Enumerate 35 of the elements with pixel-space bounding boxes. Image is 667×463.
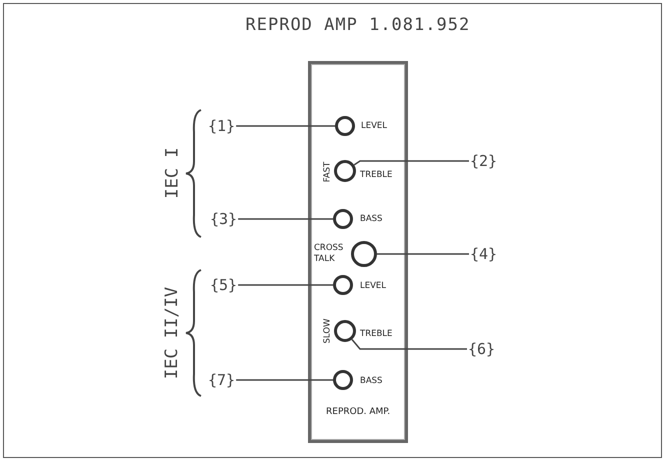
leader-line: [377, 253, 469, 255]
callout-number: {3}: [210, 210, 238, 228]
knob-label: BASS: [360, 214, 382, 224]
knob: [351, 241, 377, 267]
knob: [333, 209, 353, 229]
callout-number: {5}: [210, 276, 238, 294]
control-panel: [308, 61, 408, 443]
panel-label: REPROD. AMP.: [326, 407, 390, 417]
leader-line: [354, 160, 469, 166]
leader-line: [238, 284, 333, 286]
knob: [335, 116, 355, 136]
callout-number: {6}: [468, 340, 496, 358]
knob: [334, 160, 356, 182]
knob-label: TREBLE: [360, 329, 392, 339]
knob: [333, 370, 353, 390]
knob-label: FAST: [322, 162, 332, 182]
knob: [334, 320, 356, 342]
group-label: IEC II/IV: [162, 286, 182, 380]
title: REPROD AMP 1.081.952: [246, 15, 470, 35]
knob-label: SLOW: [322, 318, 332, 344]
knob-label: LEVEL: [360, 281, 386, 291]
leader-line: [236, 125, 335, 127]
callout-number: {4}: [470, 245, 498, 263]
leader-line: [236, 379, 333, 381]
knob-label: TREBLE: [360, 170, 392, 180]
knob-label: BASS: [360, 376, 382, 386]
callout-number: {1}: [208, 117, 236, 135]
knob-label: LEVEL: [361, 121, 388, 131]
leader-line: [238, 218, 333, 220]
knob: [333, 275, 353, 295]
knob-label: CROSS TALK: [314, 243, 344, 265]
callout-number: {2}: [470, 152, 498, 170]
group-label: IEC I: [162, 147, 182, 199]
callout-number: {7}: [208, 371, 236, 389]
leader-line: [351, 339, 467, 350]
